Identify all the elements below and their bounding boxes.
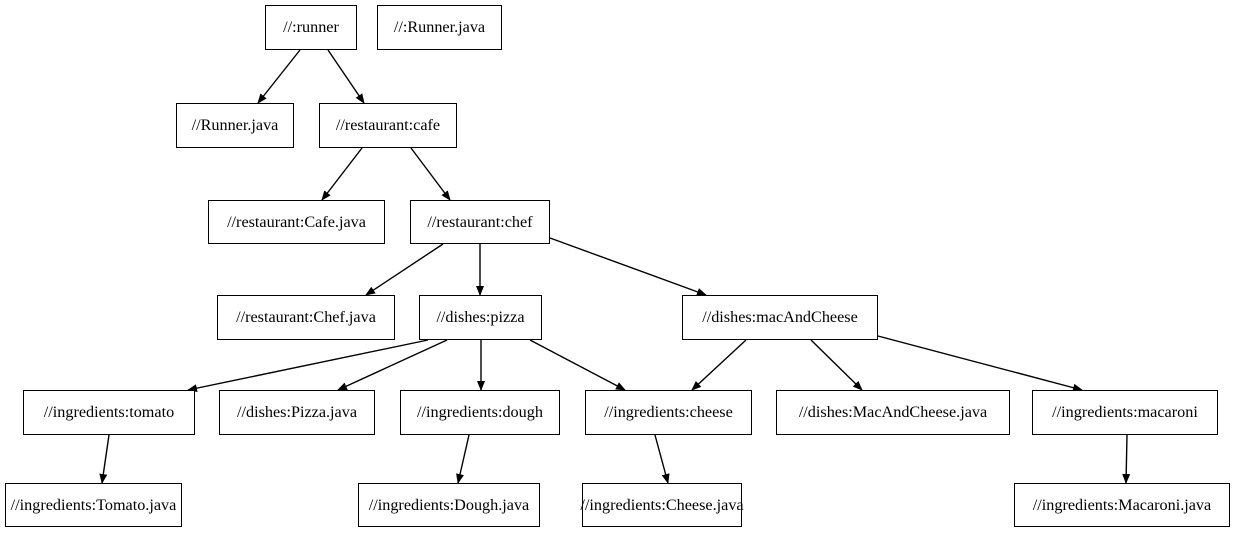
graph-node-label: //ingredients:Cheese.java (580, 495, 744, 514)
graph-node-mac_and_cheese_java[interactable]: //dishes:MacAndCheese.java (776, 390, 1010, 435)
graph-node-chef[interactable]: //restaurant:chef (410, 200, 550, 244)
graph-node-dough_java[interactable]: //ingredients:Dough.java (358, 483, 540, 527)
graph-node-label: //ingredients:tomato (43, 403, 175, 422)
graph-node-runner[interactable]: //:runner (265, 5, 357, 50)
graph-node-label: //:runner (283, 18, 339, 37)
graph-node-label: //ingredients:Tomato.java (10, 495, 177, 514)
graph-node-label: //ingredients:Dough.java (368, 495, 530, 514)
graph-node-label: //ingredients:cheese (604, 403, 733, 422)
graph-node-runner_java[interactable]: //Runner.java (176, 103, 294, 148)
graph-node-chef_java[interactable]: //restaurant:Chef.java (217, 295, 395, 340)
graph-node-pizza_java[interactable]: //dishes:Pizza.java (219, 390, 375, 435)
graph-node-macaroni_java[interactable]: //ingredients:Macaroni.java (1014, 483, 1230, 527)
graph-node-label: //dishes:macAndCheese (702, 308, 858, 327)
graph-node-tomato_java[interactable]: //ingredients:Tomato.java (5, 483, 182, 527)
graph-node-dough[interactable]: //ingredients:dough (400, 390, 560, 435)
graph-node-label: //dishes:pizza (436, 308, 525, 327)
graph-node-cheese[interactable]: //ingredients:cheese (585, 390, 752, 435)
graph-node-label: //restaurant:Chef.java (236, 308, 376, 327)
graph-node-tomato[interactable]: //ingredients:tomato (23, 390, 195, 435)
graph-node-label: //Runner.java (191, 116, 279, 135)
graph-node-macaroni[interactable]: //ingredients:macaroni (1032, 390, 1218, 435)
graph-node-cheese_java[interactable]: //ingredients:Cheese.java (580, 483, 744, 527)
graph-node-mac_and_cheese[interactable]: //dishes:macAndCheese (682, 295, 878, 340)
graph-node-label: //ingredients:macaroni (1052, 403, 1198, 422)
graph-node-label: //dishes:MacAndCheese.java (798, 403, 988, 422)
graph-node-pizza[interactable]: //dishes:pizza (419, 295, 542, 340)
graph-node-label: //ingredients:Macaroni.java (1032, 495, 1212, 514)
graph-node-label: //restaurant:Cafe.java (227, 212, 366, 231)
graph-node-cafe_java[interactable]: //restaurant:Cafe.java (208, 200, 385, 244)
graph-node-label: //restaurant:chef (427, 212, 533, 231)
graph-node-label: //dishes:Pizza.java (236, 403, 358, 422)
graph-node-cafe[interactable]: //restaurant:cafe (319, 103, 457, 148)
graph-node-label: //ingredients:dough (417, 403, 543, 422)
graph-node-root_runner_java[interactable]: //:Runner.java (377, 5, 502, 50)
graph-node-label: //:Runner.java (393, 18, 486, 37)
graph-node-label: //restaurant:cafe (335, 116, 441, 135)
